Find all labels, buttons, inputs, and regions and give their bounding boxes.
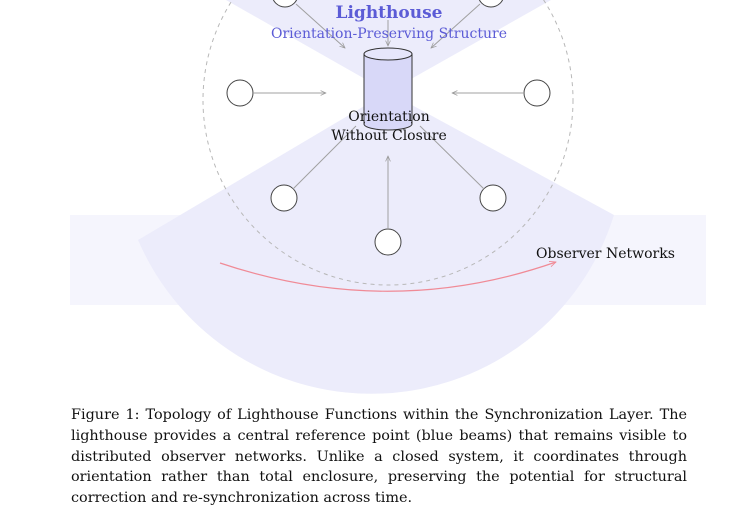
observer-node bbox=[523, 79, 551, 107]
observer-node bbox=[272, 0, 298, 8]
observer-nodes bbox=[226, 0, 551, 256]
observer-node bbox=[478, 0, 504, 8]
lighthouse-tower bbox=[363, 47, 413, 131]
observer-orbit bbox=[202, 0, 574, 286]
observer-node bbox=[226, 79, 254, 107]
orientation-arrows bbox=[253, 3, 524, 229]
figure-caption: Figure 1: Topology of Lighthouse Functio… bbox=[71, 407, 687, 507]
arrow bbox=[419, 125, 485, 190]
center-label-line1: Orientation bbox=[348, 109, 429, 125]
center-label-line2: Without Closure bbox=[331, 128, 447, 144]
arrow bbox=[431, 3, 481, 48]
observer-node bbox=[374, 228, 402, 256]
arrow bbox=[295, 3, 345, 48]
lighthouse-topology-diagram: Lighthouse Orientation-Preserving Struct… bbox=[70, 0, 706, 394]
diagram-title: Lighthouse bbox=[336, 3, 443, 23]
synchronization-trajectory bbox=[219, 262, 556, 292]
observer-node bbox=[270, 184, 298, 212]
observer-networks-label: Observer Networks bbox=[536, 246, 675, 262]
observer-node bbox=[479, 184, 507, 212]
diagram-subtitle: Orientation-Preserving Structure bbox=[271, 26, 507, 42]
arrow bbox=[292, 125, 357, 190]
